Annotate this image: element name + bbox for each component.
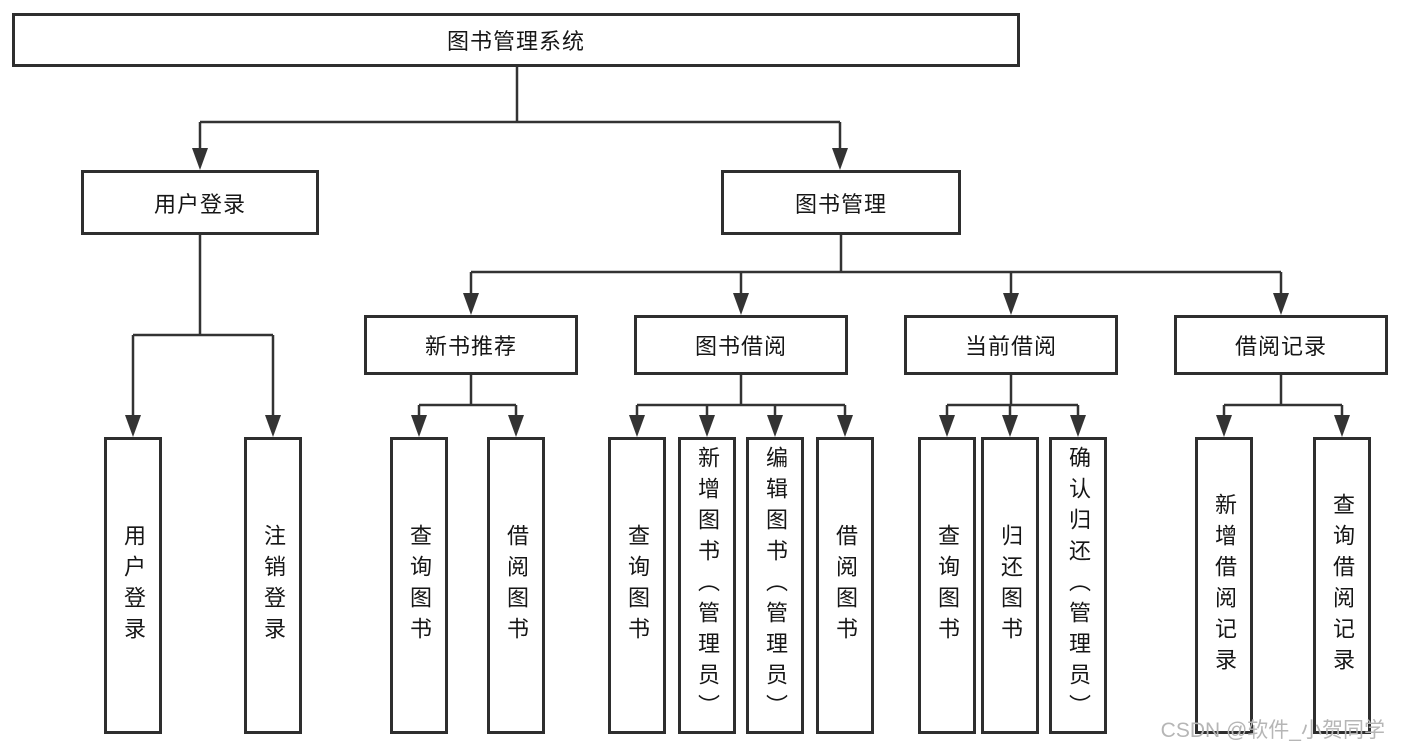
leaf-br-query-record: 查询借阅记录 — [1313, 437, 1371, 734]
leaf-cb-query-books: 查询图书 — [918, 437, 976, 734]
node-book-borrow: 图书借阅 — [634, 315, 848, 375]
leaf-logout: 注销登录 — [244, 437, 302, 734]
leaf-nbr-query-books-label: 查询图书 — [407, 523, 432, 648]
node-borrow-records-label: 借阅记录 — [1234, 334, 1327, 359]
leaf-br-query-record-label: 查询借阅记录 — [1330, 492, 1355, 679]
node-book-management-label: 图书管理 — [794, 191, 887, 217]
leaf-bb-borrow-books-label: 借阅图书 — [833, 523, 858, 648]
leaf-nbr-borrow-books: 借阅图书 — [487, 437, 545, 734]
node-current-borrow-label: 当前借阅 — [964, 334, 1057, 359]
leaf-bb-borrow-books: 借阅图书 — [816, 437, 874, 734]
leaf-logout-label: 注销登录 — [261, 523, 286, 648]
node-borrow-records: 借阅记录 — [1174, 315, 1388, 375]
leaf-cb-return-books: 归还图书 — [981, 437, 1039, 734]
leaf-nbr-borrow-books-label: 借阅图书 — [504, 523, 529, 648]
watermark: CSDN @软件_小贺同学 — [1160, 719, 1385, 742]
arrowheads — [125, 148, 1350, 437]
node-user-login: 用户登录 — [81, 170, 319, 235]
leaf-br-add-record: 新增借阅记录 — [1195, 437, 1253, 734]
node-new-book-recommend-label: 新书推荐 — [424, 334, 517, 359]
node-root: 图书管理系统 — [12, 13, 1020, 67]
node-book-management: 图书管理 — [721, 170, 961, 235]
leaf-user-login: 用户登录 — [104, 437, 162, 734]
node-book-borrow-label: 图书借阅 — [694, 334, 787, 359]
leaf-bb-edit-book-admin: 编辑图书（管理员） — [746, 437, 804, 734]
leaf-cb-return-books-label: 归还图书 — [998, 523, 1023, 648]
leaf-user-login-label: 用户登录 — [121, 523, 146, 648]
leaf-br-add-record-label: 新增借阅记录 — [1212, 492, 1237, 679]
leaf-cb-query-books-label: 查询图书 — [935, 523, 960, 648]
node-new-book-recommend: 新书推荐 — [364, 315, 578, 375]
leaf-cb-confirm-return-admin-label: 确认归还（管理员） — [1066, 446, 1091, 725]
node-root-label: 图书管理系统 — [446, 29, 585, 54]
leaf-nbr-query-books: 查询图书 — [390, 437, 448, 734]
leaf-bb-query-books: 查询图书 — [608, 437, 666, 734]
node-user-login-label: 用户登录 — [153, 191, 246, 217]
leaf-bb-query-books-label: 查询图书 — [625, 523, 650, 648]
node-current-borrow: 当前借阅 — [904, 315, 1118, 375]
leaf-bb-add-book-admin: 新增图书（管理员） — [678, 437, 736, 734]
leaf-cb-confirm-return-admin: 确认归还（管理员） — [1049, 437, 1107, 734]
leaf-bb-add-book-admin-label: 新增图书（管理员） — [695, 446, 720, 725]
leaf-bb-edit-book-admin-label: 编辑图书（管理员） — [763, 446, 788, 725]
